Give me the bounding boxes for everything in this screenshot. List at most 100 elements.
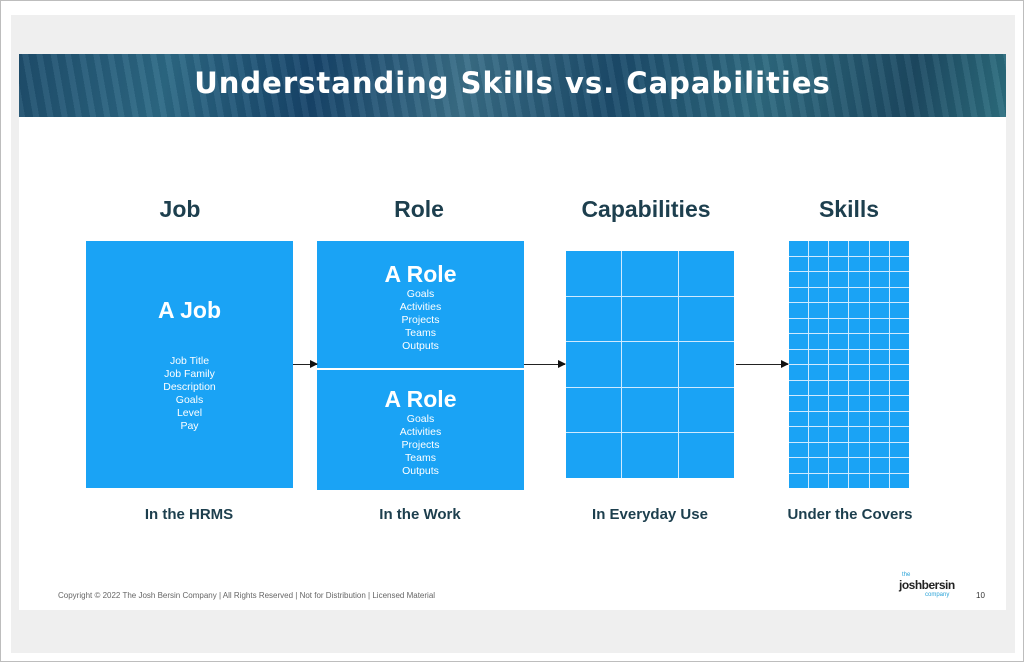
skill-cell [809,473,829,488]
skill-cell [789,349,809,364]
role-item: Projects [401,314,440,326]
header-skills: Skills [818,196,880,222]
skills-grid [789,241,909,488]
skill-cell [789,241,809,256]
skill-cell [809,272,829,287]
skill-cell [889,287,909,302]
skill-cell [869,349,889,364]
skill-cell [809,396,829,411]
skill-cell [789,256,809,271]
job-box-items: Job Title Job Family Description Goals L… [86,355,293,433]
capability-cell [678,342,734,387]
skill-cell [849,365,869,380]
skill-cell [829,241,849,256]
header-job: Job [159,196,201,222]
skill-cell [809,318,829,333]
skill-cell [789,411,809,426]
skill-cell [789,272,809,287]
skill-cell [849,334,869,349]
skill-cell [829,427,849,442]
logo-company: company [925,592,950,598]
role-item: Goals [406,413,435,425]
capability-cell [566,251,622,296]
page-number: 10 [976,591,985,600]
skill-cell [849,458,869,473]
role-box-2: A Role Goals Activities Projects Teams O… [317,370,524,490]
arrow-role-to-capabilities [524,360,566,368]
skill-cell [849,241,869,256]
skill-cell [849,272,869,287]
copyright-text: Copyright © 2022 The Josh Bersin Company… [58,591,436,600]
role-item: Goals [406,288,435,300]
skill-cell [809,365,829,380]
skill-cell [809,349,829,364]
skill-cell [829,318,849,333]
skill-cell [849,396,869,411]
header-capabilities: Capabilities [581,196,711,222]
skill-cell [869,380,889,395]
skill-cell [789,365,809,380]
skill-cell [869,272,889,287]
skill-cell [849,411,869,426]
capability-cell [622,387,678,433]
capabilities-grid [566,251,734,478]
skill-cell [889,427,909,442]
capability-cell [622,251,678,296]
skill-cell [869,365,889,380]
skill-cell [869,458,889,473]
skill-cell [869,256,889,271]
footer-job: In the HRMS [144,506,234,523]
skill-cell [789,380,809,395]
skill-cell [789,396,809,411]
capability-cell [622,342,678,387]
job-item: Goals [175,394,204,406]
skill-cell [889,303,909,318]
skill-cell [809,303,829,318]
job-item: Level [176,407,203,419]
skill-cell [829,411,849,426]
skill-cell [789,427,809,442]
skill-cell [829,287,849,302]
skill-cell [869,287,889,302]
skill-cell [849,442,869,457]
skill-cell [829,303,849,318]
skill-cell [849,349,869,364]
skill-cell [829,458,849,473]
skill-cell [889,256,909,271]
skill-cell [869,442,889,457]
job-box-title: A Job [157,297,222,323]
skill-cell [829,396,849,411]
skill-cell [809,380,829,395]
skill-cell [789,334,809,349]
role-box-title: A Role [384,386,457,412]
skill-cell [869,334,889,349]
capability-cell [678,251,734,296]
skill-cell [889,272,909,287]
job-item: Job Title [169,355,210,367]
logo-the: the [902,572,911,578]
arrow-job-to-role [293,360,318,368]
skill-cell [849,287,869,302]
skill-cell [829,349,849,364]
skill-cell [869,318,889,333]
skill-cell [789,442,809,457]
capability-cell [566,387,622,433]
skill-cell [889,334,909,349]
capability-cell [566,342,622,387]
skill-cell [889,473,909,488]
role-item: Teams [405,327,436,339]
skill-cell [829,380,849,395]
capability-cell [566,433,622,478]
skill-cell [889,318,909,333]
skill-cell [889,458,909,473]
skill-cell [869,396,889,411]
slide: Understanding Skills vs. Capabilities Jo… [19,54,1006,610]
skill-cell [829,272,849,287]
footer-capabilities: In Everyday Use [592,506,708,523]
skill-cell [809,241,829,256]
capability-cell [678,387,734,433]
skill-cell [869,241,889,256]
skill-cell [789,318,809,333]
skill-cell [889,411,909,426]
skill-cell [829,256,849,271]
